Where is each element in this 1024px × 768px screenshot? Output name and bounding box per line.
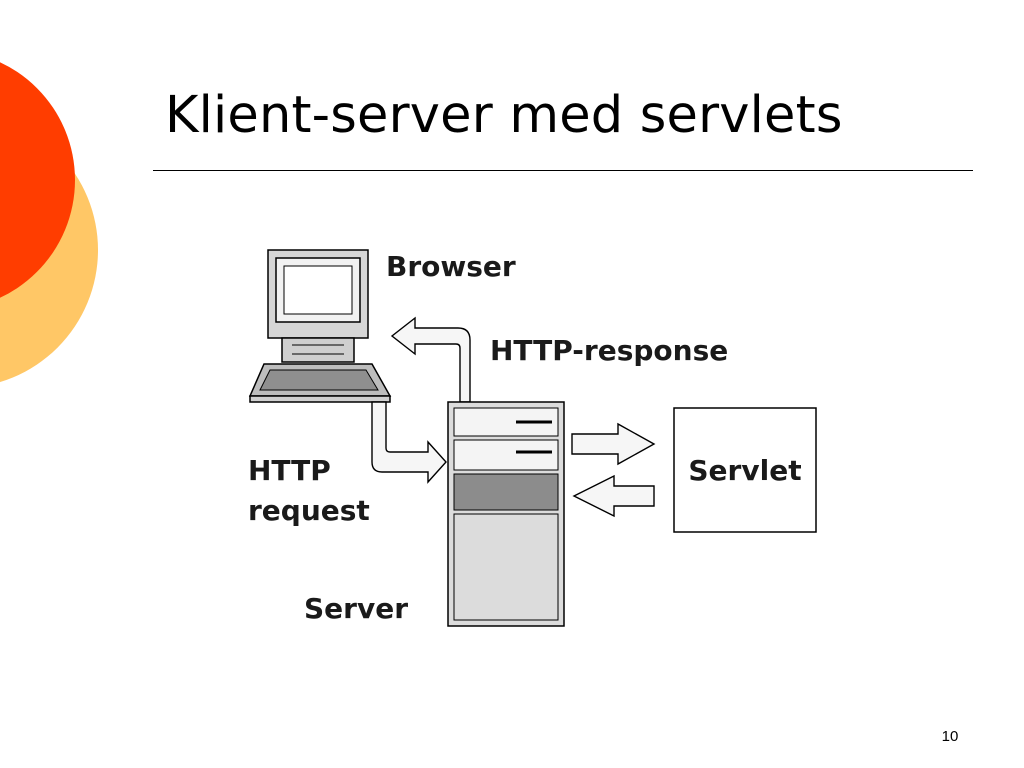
servlet-label: Servlet: [688, 454, 801, 487]
servlet-box: [673, 407, 817, 533]
browser-label: Browser: [386, 250, 516, 283]
client-server-diagram: Browser HTTP-response HTTP request Servl…: [248, 249, 817, 627]
title-underline: [153, 170, 973, 171]
http-request-arrow: [371, 401, 447, 484]
red-circle-shape: [0, 62, 75, 298]
computer-icon: [248, 249, 392, 403]
slide-title: Klient-server med servlets: [165, 86, 843, 145]
http-request-label-line2: request: [248, 494, 370, 527]
http-response-label: HTTP-response: [490, 334, 728, 367]
page-number: 10: [941, 728, 959, 745]
server-tower-icon: [447, 401, 565, 627]
server-label: Server: [304, 592, 408, 625]
http-response-arrow: [390, 316, 471, 403]
arrow-from-servlet: [572, 474, 655, 518]
decorative-circles: [0, 62, 98, 383]
arrow-to-servlet: [571, 422, 656, 466]
http-request-label-line1: HTTP: [248, 454, 331, 487]
